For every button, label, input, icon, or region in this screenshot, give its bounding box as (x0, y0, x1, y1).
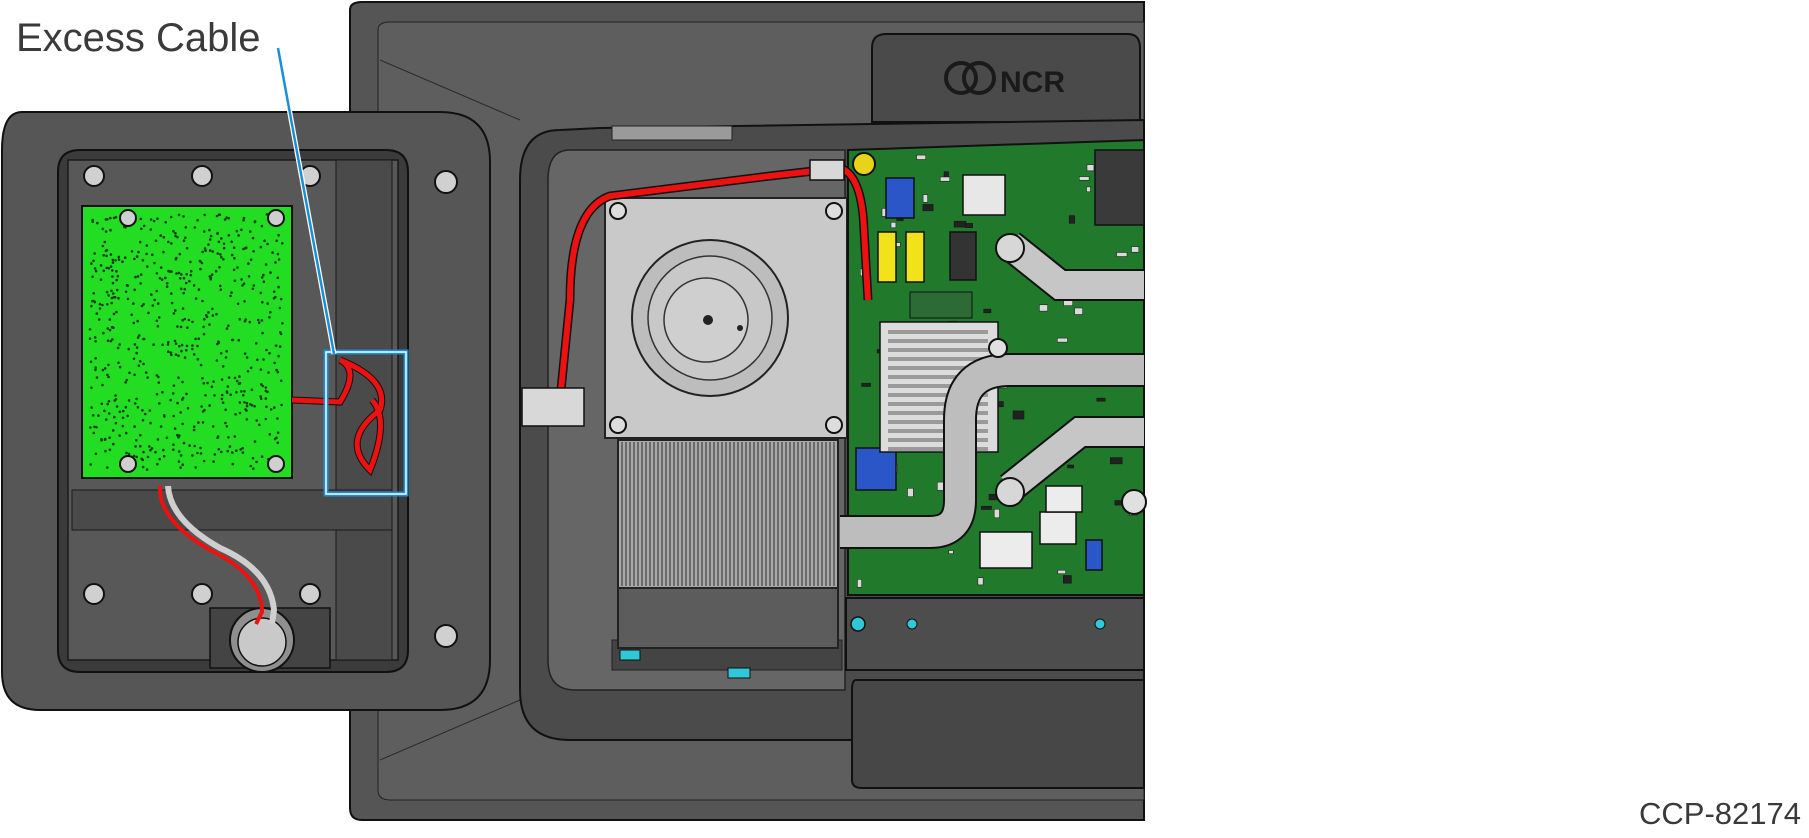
chip (1039, 511, 1077, 545)
chip (962, 174, 1006, 216)
screw-icon (434, 624, 458, 648)
audio-board (81, 205, 293, 479)
heat-pipes (840, 232, 1147, 549)
heatsink-fins (621, 442, 835, 586)
chip (949, 231, 977, 281)
screw-icon (119, 209, 137, 227)
chip (979, 531, 1033, 569)
chip (1045, 485, 1083, 513)
lower-bays (845, 597, 1145, 789)
screw-icon (119, 455, 137, 473)
yellow-connector (877, 231, 897, 283)
speaker-cable (157, 485, 265, 625)
screw-icon (267, 209, 285, 227)
blue-connector (855, 447, 897, 491)
ncr-logo-panel: NCR (871, 33, 1141, 123)
screw-icon (988, 338, 1008, 358)
excess-cable (291, 357, 384, 475)
chip (1094, 149, 1145, 226)
callout-label: Excess Cable (16, 16, 261, 60)
screw-icon (825, 416, 843, 434)
speaker-cable (165, 485, 278, 625)
blue-connector (1085, 539, 1103, 571)
ncr-logo-icon (944, 61, 996, 95)
screw-icon (83, 583, 105, 605)
fan-assembly (604, 197, 848, 439)
screw-icon (434, 170, 458, 194)
speaker-icon (209, 607, 331, 673)
chip (909, 291, 973, 319)
screw-icon (83, 165, 105, 187)
screw-icon (609, 416, 627, 434)
screw-icon (267, 455, 285, 473)
ncr-logo-text: NCR (1000, 66, 1065, 99)
heat-spreader-ribs (888, 330, 988, 451)
screw-icon (191, 165, 213, 187)
screw-icon (995, 233, 1025, 263)
screw-icon (825, 202, 843, 220)
audio-board-traces (88, 212, 284, 471)
yellow-connector (905, 231, 925, 283)
screw-icon (609, 202, 627, 220)
heatsink (617, 439, 839, 649)
blue-connector (885, 177, 915, 219)
red-cable (557, 164, 871, 401)
screw-icon (995, 477, 1025, 507)
yellow-screw-icon (852, 152, 876, 176)
screw-icon (191, 583, 213, 605)
screw-icon (299, 583, 321, 605)
figure-id: CCP-82174 (1639, 796, 1801, 831)
callout-leader-line (276, 47, 336, 355)
screw-icon (1121, 489, 1147, 515)
